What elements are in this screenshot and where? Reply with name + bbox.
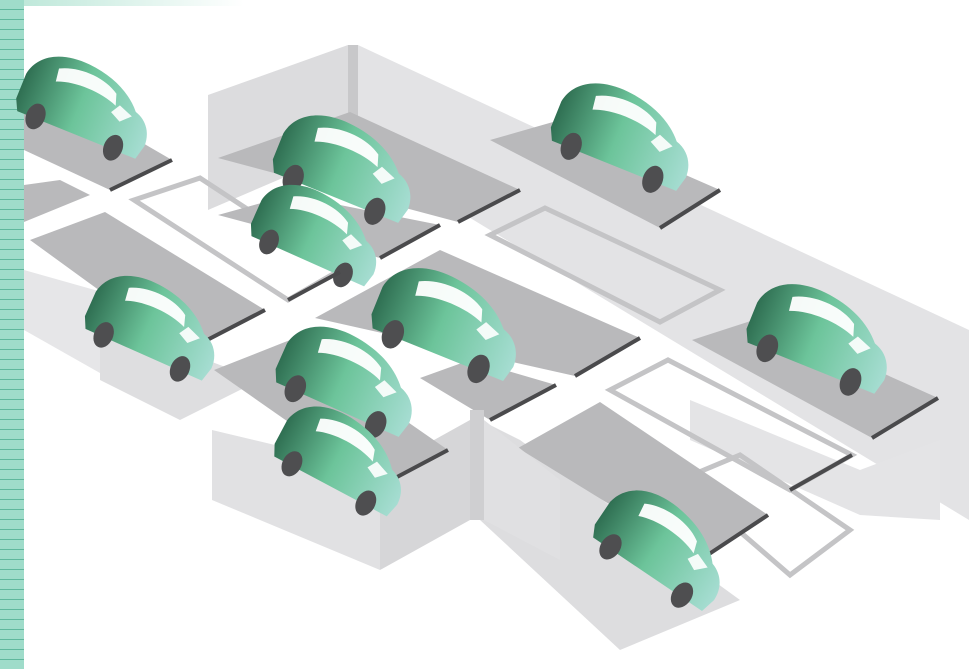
- parking-illustration: [0, 0, 969, 669]
